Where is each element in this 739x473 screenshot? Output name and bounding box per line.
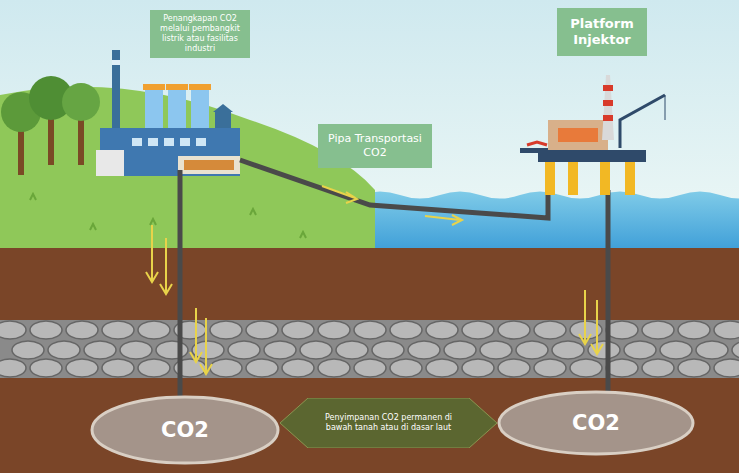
storage-reservoir: CO2	[497, 390, 695, 456]
reservoir-label: CO2	[161, 417, 209, 443]
stone	[426, 359, 458, 377]
stone	[516, 341, 548, 359]
stone	[552, 341, 584, 359]
caption-box: Platform Injektor	[557, 8, 647, 56]
stone	[642, 359, 674, 377]
caption-box: Pipa Transportasi CO2	[318, 124, 432, 168]
stone	[138, 359, 170, 377]
storage-reservoir: CO2	[90, 395, 280, 465]
stone	[426, 321, 458, 339]
stone	[120, 341, 152, 359]
trees	[1, 76, 100, 175]
stone	[48, 341, 80, 359]
stone	[84, 341, 116, 359]
stone	[588, 341, 620, 359]
stone	[66, 359, 98, 377]
stone	[66, 321, 98, 339]
rock-layer	[0, 320, 739, 380]
stone	[12, 341, 44, 359]
factory	[96, 50, 240, 176]
stone	[210, 359, 242, 377]
caption-text: Penyimpanan CO2 permanen di bawah tanah …	[314, 413, 463, 433]
stone	[624, 341, 656, 359]
stone	[354, 359, 386, 377]
stone	[264, 341, 296, 359]
stone	[156, 341, 188, 359]
stone	[660, 341, 692, 359]
stone	[282, 321, 314, 339]
soil-upper	[0, 248, 739, 322]
stone	[102, 321, 134, 339]
caption-box: Penangkapan CO2 melalui pembangkit listr…	[150, 10, 250, 58]
stone	[714, 321, 739, 339]
reservoir-label: CO2	[572, 410, 620, 436]
stone	[732, 341, 739, 359]
shape-fill	[499, 392, 693, 454]
offshore-platform	[520, 75, 665, 195]
stone	[210, 321, 242, 339]
storage-arrow: Penyimpanan CO2 permanen di bawah tanah …	[280, 398, 497, 448]
stone	[606, 359, 638, 377]
flow-arrows	[146, 186, 603, 374]
pipelines	[180, 160, 608, 397]
stone	[0, 321, 26, 339]
stone	[678, 321, 710, 339]
stone	[696, 341, 728, 359]
stone	[246, 359, 278, 377]
stone	[534, 359, 566, 377]
stone	[0, 359, 26, 377]
stone	[606, 321, 638, 339]
stone	[714, 359, 739, 377]
stone	[354, 321, 386, 339]
stone	[390, 359, 422, 377]
stone	[462, 321, 494, 339]
stone	[228, 341, 260, 359]
stone	[318, 359, 350, 377]
stone	[30, 321, 62, 339]
stone	[372, 341, 404, 359]
stone	[300, 341, 332, 359]
stone	[246, 321, 278, 339]
stone	[462, 359, 494, 377]
stone	[642, 321, 674, 339]
stone	[102, 359, 134, 377]
stone	[678, 359, 710, 377]
stone	[570, 359, 602, 377]
soil-lower	[0, 378, 739, 473]
stone	[282, 359, 314, 377]
shape-fill	[280, 398, 497, 448]
stone	[444, 341, 476, 359]
stone	[30, 359, 62, 377]
caption-text: Platform Injektor	[563, 16, 641, 49]
stone	[534, 321, 566, 339]
shape-fill	[92, 397, 278, 463]
stone	[318, 321, 350, 339]
grass	[30, 194, 306, 238]
stone	[336, 341, 368, 359]
caption-text: Pipa Transportasi CO2	[324, 132, 426, 160]
stone	[480, 341, 512, 359]
stone	[138, 321, 170, 339]
stone	[408, 341, 440, 359]
rock-stones	[0, 321, 739, 377]
caption-text: Penangkapan CO2 melalui pembangkit listr…	[156, 14, 244, 54]
stone	[498, 321, 530, 339]
stone	[498, 359, 530, 377]
stone	[390, 321, 422, 339]
